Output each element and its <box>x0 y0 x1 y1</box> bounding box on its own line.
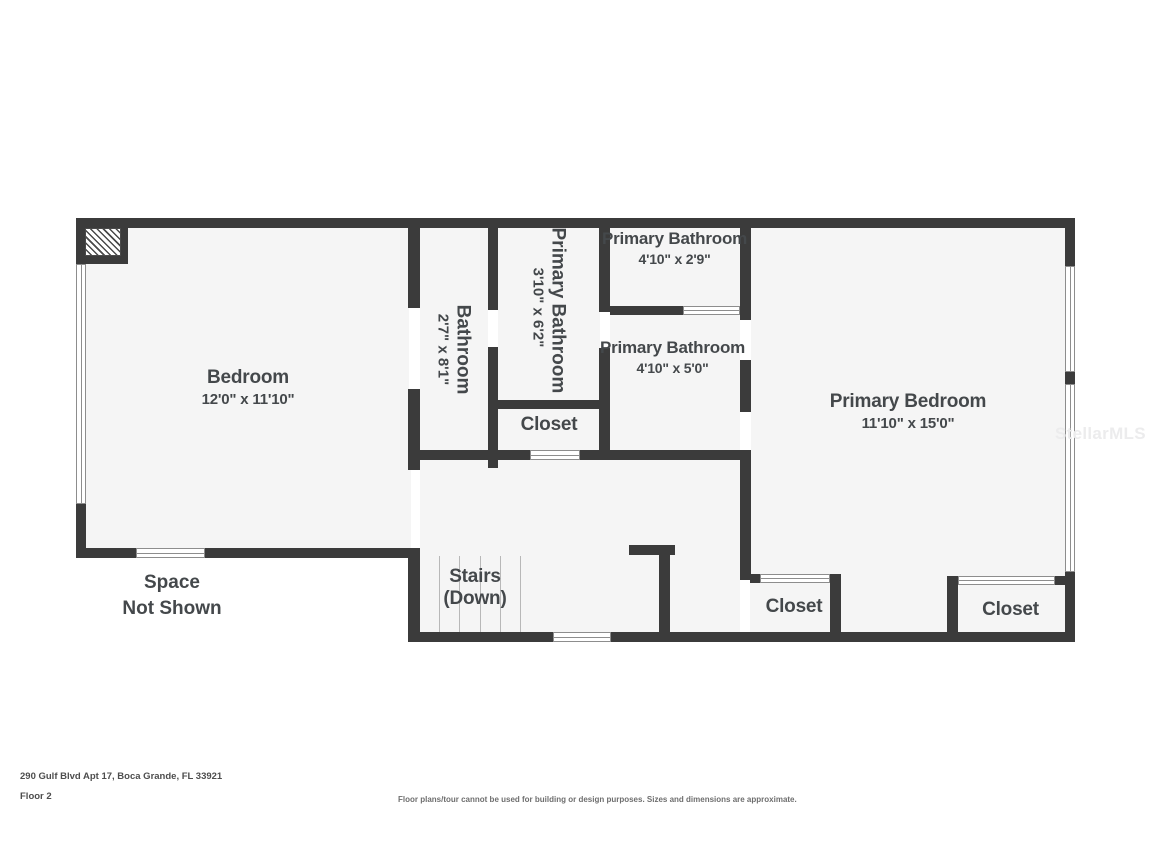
door-opening-hallway-right-b <box>741 412 751 450</box>
wall-closet-right-lower-top <box>1055 576 1067 585</box>
wall-exterior-bottom-center-b <box>611 632 1075 642</box>
label-closet-center-name: Closet <box>520 414 578 435</box>
door-opening-bathroom-right <box>489 310 498 347</box>
label-bathroom: Bathroom 2'7" x 8'1" <box>435 265 474 435</box>
label-primary-bathroom-center: Primary Bathroom 3'10" x 6'2" <box>529 227 569 394</box>
wall-exterior-bottom-center <box>408 632 553 642</box>
closet-door-center <box>530 450 580 460</box>
wall-primary-bath-upper-lower <box>609 306 683 315</box>
footer-floor-label: Floor 2 <box>20 791 52 802</box>
label-primary-bathroom-center-dimensions: 3'10" x 6'2" <box>529 267 547 348</box>
room-fill-bathroom <box>420 226 488 458</box>
wall-hallway-right-lower <box>740 450 751 580</box>
room-fill-primary-bathroom-upper <box>609 226 740 306</box>
wall-exterior-right-lower <box>1065 572 1075 642</box>
stairs-treads <box>420 556 540 632</box>
watermark-stellar-mls: StellarMLS <box>1055 424 1146 443</box>
wall-bathroom-bottom <box>408 450 490 460</box>
wall-bedroom-bathroom-lower <box>408 389 420 470</box>
closet-door-left-lower <box>760 574 830 583</box>
label-closet-left-lower-name: Closet <box>765 596 823 617</box>
window-hallway-bottom <box>553 632 611 642</box>
window-bedroom-left <box>76 264 86 504</box>
room-fill-closet-right-lower <box>958 582 1065 632</box>
label-primary-bathroom-lower: Primary Bathroom 4'10" x 5'0" <box>595 338 750 377</box>
room-fill-primary-bathroom-lower <box>609 315 740 458</box>
wall-bedroom-bathroom-upper <box>408 226 420 308</box>
label-bedroom: Bedroom 12'0" x 11'10" <box>148 367 348 409</box>
label-primary-bedroom: Primary Bedroom 11'10" x 15'0" <box>808 391 1008 433</box>
label-primary-bathroom-center-name: Primary Bathroom <box>547 227 569 394</box>
label-bedroom-dimensions: 12'0" x 11'10" <box>201 391 295 409</box>
room-fill-bedroom <box>86 226 411 548</box>
label-space-not-shown-line2: Not Shown <box>122 597 222 619</box>
label-closet-left-lower: Closet <box>750 596 838 618</box>
label-primary-bedroom-name: Primary Bedroom <box>829 391 987 412</box>
label-space-not-shown-line1: Space <box>144 572 200 593</box>
door-opening-hallway-right-a <box>741 320 751 360</box>
door-primary-bath-upper <box>683 306 740 315</box>
wall-stairs-left <box>408 548 420 642</box>
window-primary-bedroom-upper <box>1065 266 1075 372</box>
footer-address: 290 Gulf Blvd Apt 17, Boca Grande, FL 33… <box>20 771 223 782</box>
door-opening-bathroom-left <box>409 308 420 389</box>
label-primary-bathroom-lower-name: Primary Bathroom <box>599 338 746 357</box>
label-primary-bathroom-lower-dimensions: 4'10" x 5'0" <box>636 360 709 377</box>
label-primary-bedroom-dimensions: 11'10" x 15'0" <box>861 415 955 433</box>
label-stairs-direction: (Down) <box>443 588 507 610</box>
wall-closet-left-lower-right <box>830 574 841 632</box>
room-fill-closet-left-lower <box>750 580 838 632</box>
footer-disclaimer: Floor plans/tour cannot be used for buil… <box>398 795 797 804</box>
wall-hallway-stub-horizontal <box>629 545 675 555</box>
window-bedroom-bottom <box>136 548 205 558</box>
wall-hallway-stub-vertical <box>659 545 670 633</box>
label-space-not-shown: Space Not Shown <box>84 570 260 621</box>
wall-exterior-bottom-left-b <box>205 548 420 558</box>
room-fill-primary-bedroom <box>750 226 1065 632</box>
closet-door-right-lower <box>958 576 1055 585</box>
label-closet-center: Closet <box>490 414 608 436</box>
label-bathroom-name: Bathroom <box>452 304 474 395</box>
label-stairs: Stairs (Down) <box>420 566 530 611</box>
room-fill-primary-bathroom-center <box>497 226 600 400</box>
wall-exterior-bottom-left <box>76 548 136 558</box>
label-closet-right-lower: Closet <box>958 599 1063 621</box>
shaft-hatch <box>85 228 121 256</box>
wall-closet-left-lower-top <box>750 574 760 583</box>
door-opening-primary-bath-center <box>600 312 610 348</box>
wall-exterior-right-middle <box>1065 372 1075 384</box>
wall-hallway-right-mid <box>740 360 751 412</box>
label-bathroom-dimensions: 2'7" x 8'1" <box>434 313 452 386</box>
label-primary-bathroom-upper: Primary Bathroom 4'10" x 2'9" <box>597 229 752 268</box>
wall-bathroom-primary-upper <box>488 226 498 310</box>
label-primary-bathroom-upper-name: Primary Bathroom <box>601 229 748 248</box>
wall-closet-center-bottom <box>490 450 530 460</box>
label-bedroom-name: Bedroom <box>207 367 289 388</box>
wall-primary-bath-bottom <box>600 450 750 460</box>
label-closet-right-lower-name: Closet <box>982 599 1039 620</box>
wall-exterior-left-lower <box>76 504 86 558</box>
wall-primary-bath-center-right-upper <box>599 226 610 312</box>
wall-hallway-right-upper <box>740 226 751 320</box>
wall-closet-center-bottom-b <box>580 450 608 460</box>
wall-exterior-right-upper <box>1065 218 1075 266</box>
label-primary-bathroom-upper-dimensions: 4'10" x 2'9" <box>638 251 711 268</box>
room-fill-closet-center <box>497 408 600 458</box>
window-primary-bedroom-lower <box>1065 384 1075 572</box>
wall-closet-center-top <box>490 400 608 409</box>
wall-closet-right-lower-left <box>947 576 958 632</box>
wall-exterior-top <box>76 218 1075 228</box>
label-stairs-name: Stairs <box>449 566 501 587</box>
